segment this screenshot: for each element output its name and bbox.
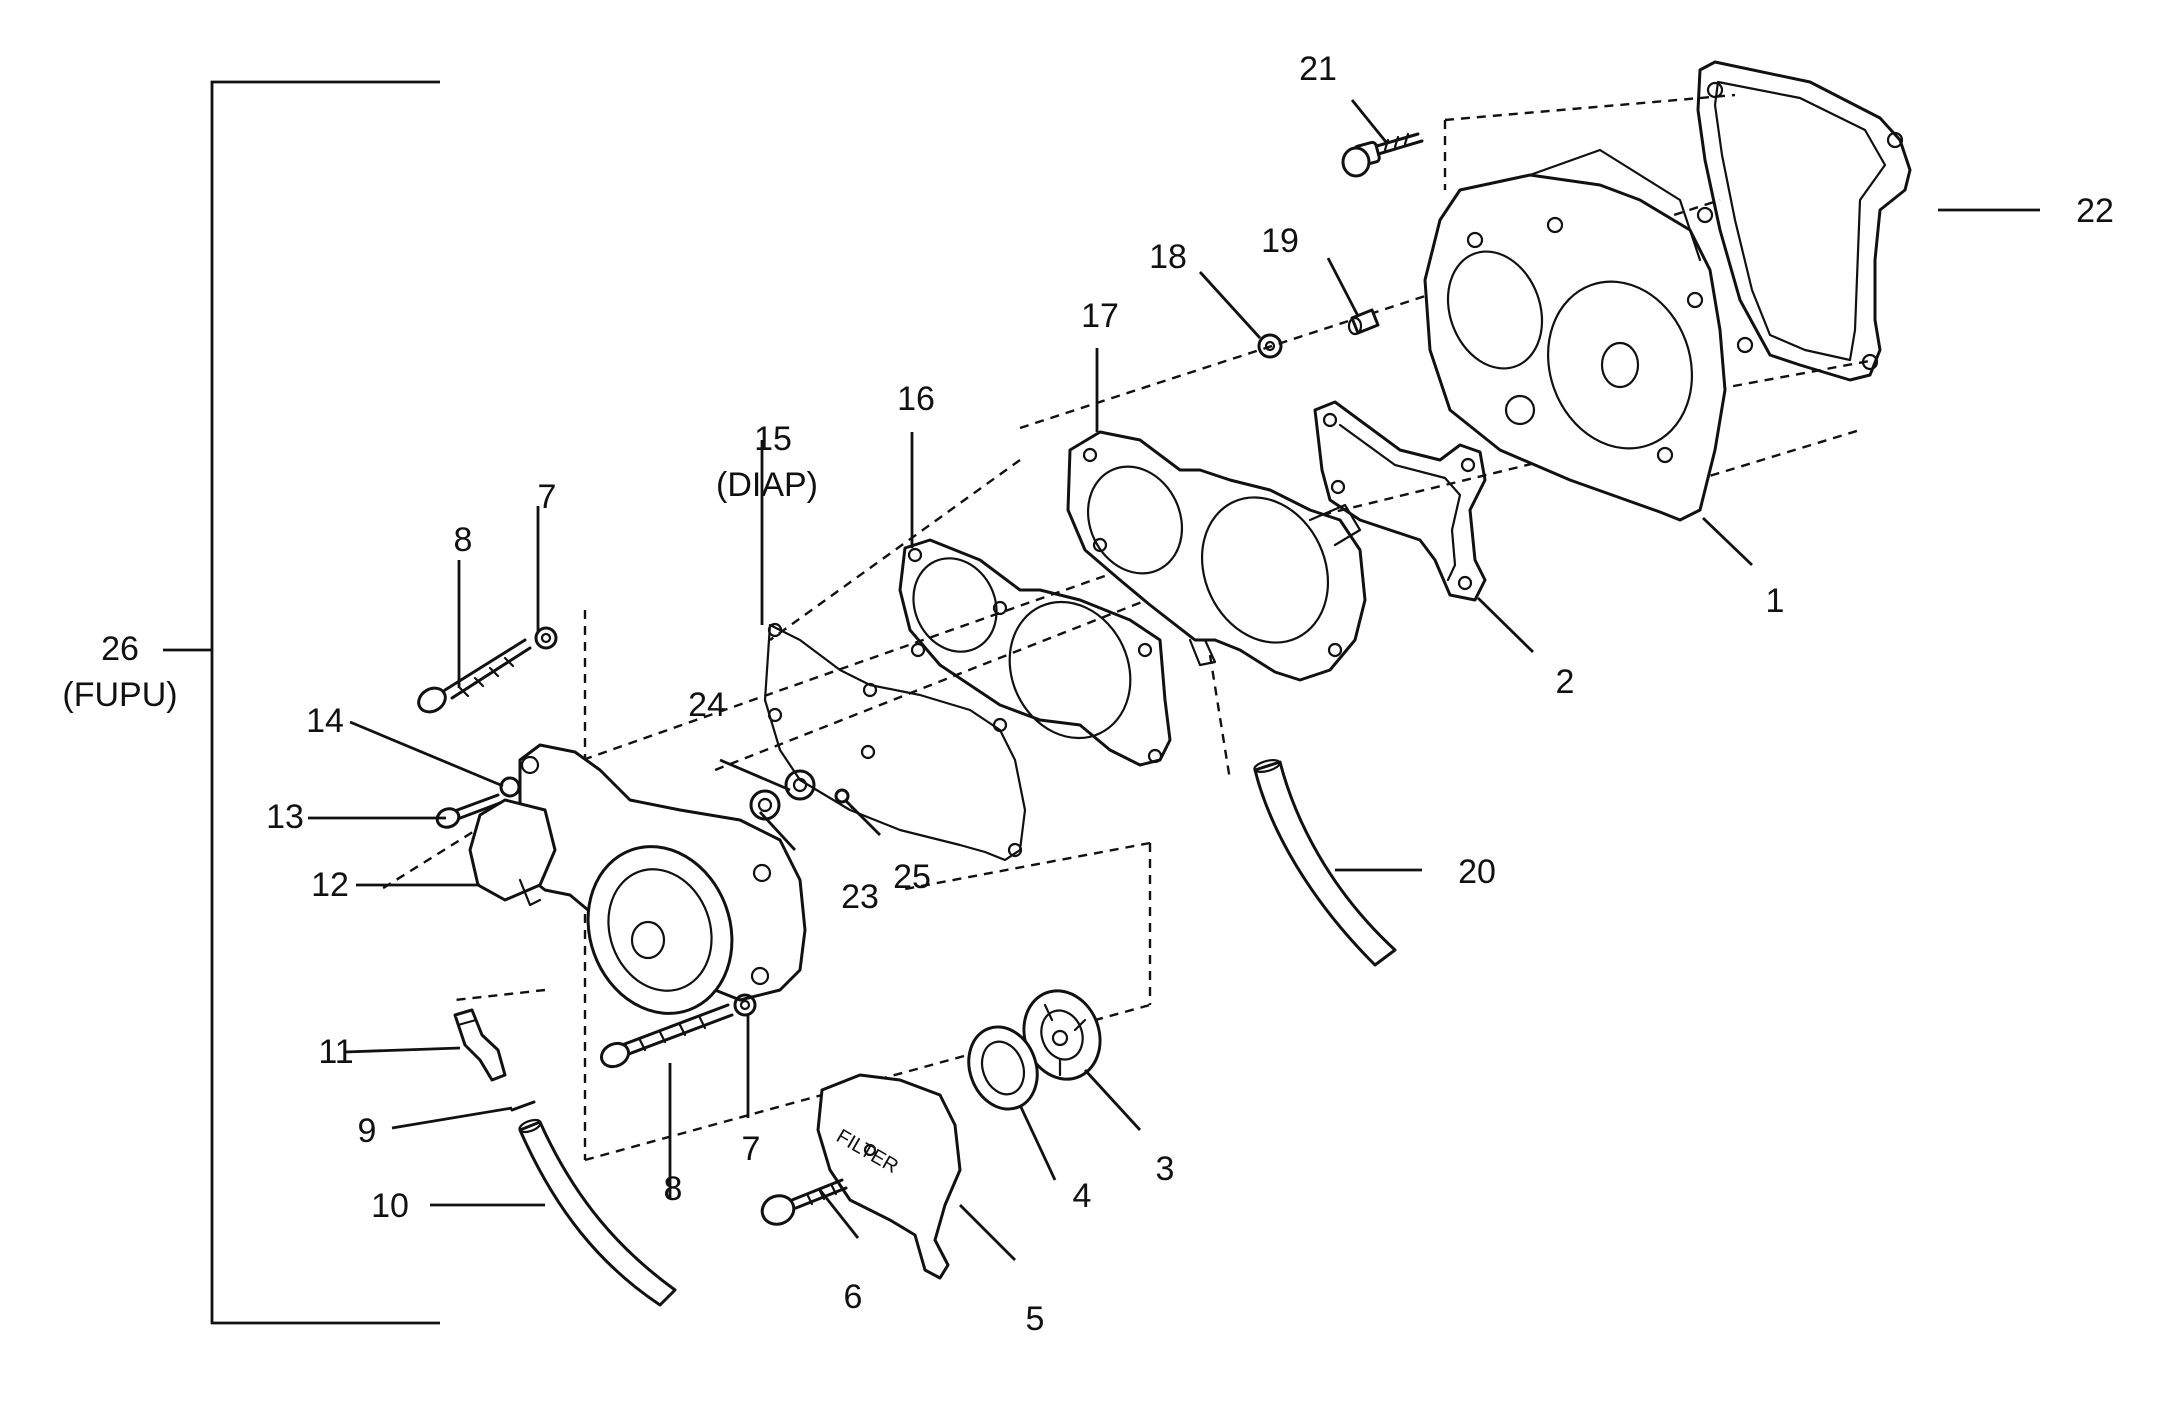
gasket-ring-4: [967, 1025, 1039, 1111]
fitting-11: [453, 1008, 507, 1082]
callout-14: 14: [306, 702, 344, 740]
callout-21: 21: [1299, 50, 1337, 88]
gasket-16: [898, 538, 1172, 767]
leader-lines: [308, 99, 2040, 1261]
callout-2: 2: [1556, 663, 1575, 701]
nut-7-bottom: [733, 993, 757, 1017]
callout-20: 20: [1458, 853, 1496, 891]
callout-25: 25: [893, 858, 931, 896]
chamber-housing-17: [1066, 430, 1367, 682]
callout-4: 4: [1073, 1177, 1092, 1215]
bolt-8-bottom: [599, 1003, 734, 1069]
diaphragm-15: [763, 622, 1027, 862]
hose-10: [518, 1118, 677, 1307]
nut-14: [499, 776, 521, 798]
callout-10: 10: [371, 1187, 409, 1225]
callout-6: 6: [844, 1278, 863, 1316]
callout-16: 16: [897, 380, 935, 418]
callout-24: 24: [688, 686, 726, 724]
callout-8-bottom: 8: [664, 1170, 683, 1208]
callout-23: 23: [841, 878, 879, 916]
bolt-8-top: [417, 638, 532, 714]
callout-1: 1: [1766, 582, 1785, 620]
callout-7-top: 7: [538, 478, 557, 516]
callout-13: 13: [266, 798, 304, 836]
callout-18: 18: [1149, 238, 1187, 276]
callout-9: 9: [358, 1112, 377, 1150]
callout-7-bottom: 7: [742, 1130, 761, 1168]
nut-7-top: [534, 626, 558, 650]
pump-cover: [468, 743, 807, 1015]
pump-body-1: [1423, 148, 1727, 522]
callout-labels: 1 2 3 4 5 6 7 7 8 8 9 10 11 12 13 14 15 …: [62, 50, 2114, 1338]
screw-13: [435, 793, 502, 829]
gasket-22: [1696, 60, 1912, 382]
assembly-bracket-26: [163, 80, 440, 1325]
callout-3: 3: [1156, 1150, 1175, 1188]
gasket-2: [1313, 400, 1487, 602]
callout-8-top: 8: [454, 521, 473, 559]
callout-12: 12: [311, 866, 349, 904]
pin-19: [1347, 308, 1380, 336]
screw-21: [1341, 132, 1424, 178]
hose-20: [1253, 759, 1397, 967]
callout-26-sub: (FUPU): [62, 676, 177, 714]
filter-screen-3: [1022, 989, 1102, 1081]
callout-15: 15: [754, 420, 792, 458]
callout-15-sub: (DIAP): [716, 466, 818, 504]
elbow-fitting-12: [518, 878, 542, 907]
clamp-9: [510, 1100, 536, 1112]
valve-23: [749, 789, 781, 821]
callout-26: 26: [101, 630, 139, 668]
callout-19: 19: [1261, 222, 1299, 260]
callout-22: 22: [2076, 192, 2114, 230]
nut-18: [1257, 333, 1283, 359]
valve-24: [784, 769, 816, 801]
filter-cover-5: FILTER: [816, 1073, 962, 1280]
callout-11: 11: [318, 1033, 353, 1071]
callout-17: 17: [1081, 297, 1119, 335]
callout-5: 5: [1026, 1300, 1045, 1338]
